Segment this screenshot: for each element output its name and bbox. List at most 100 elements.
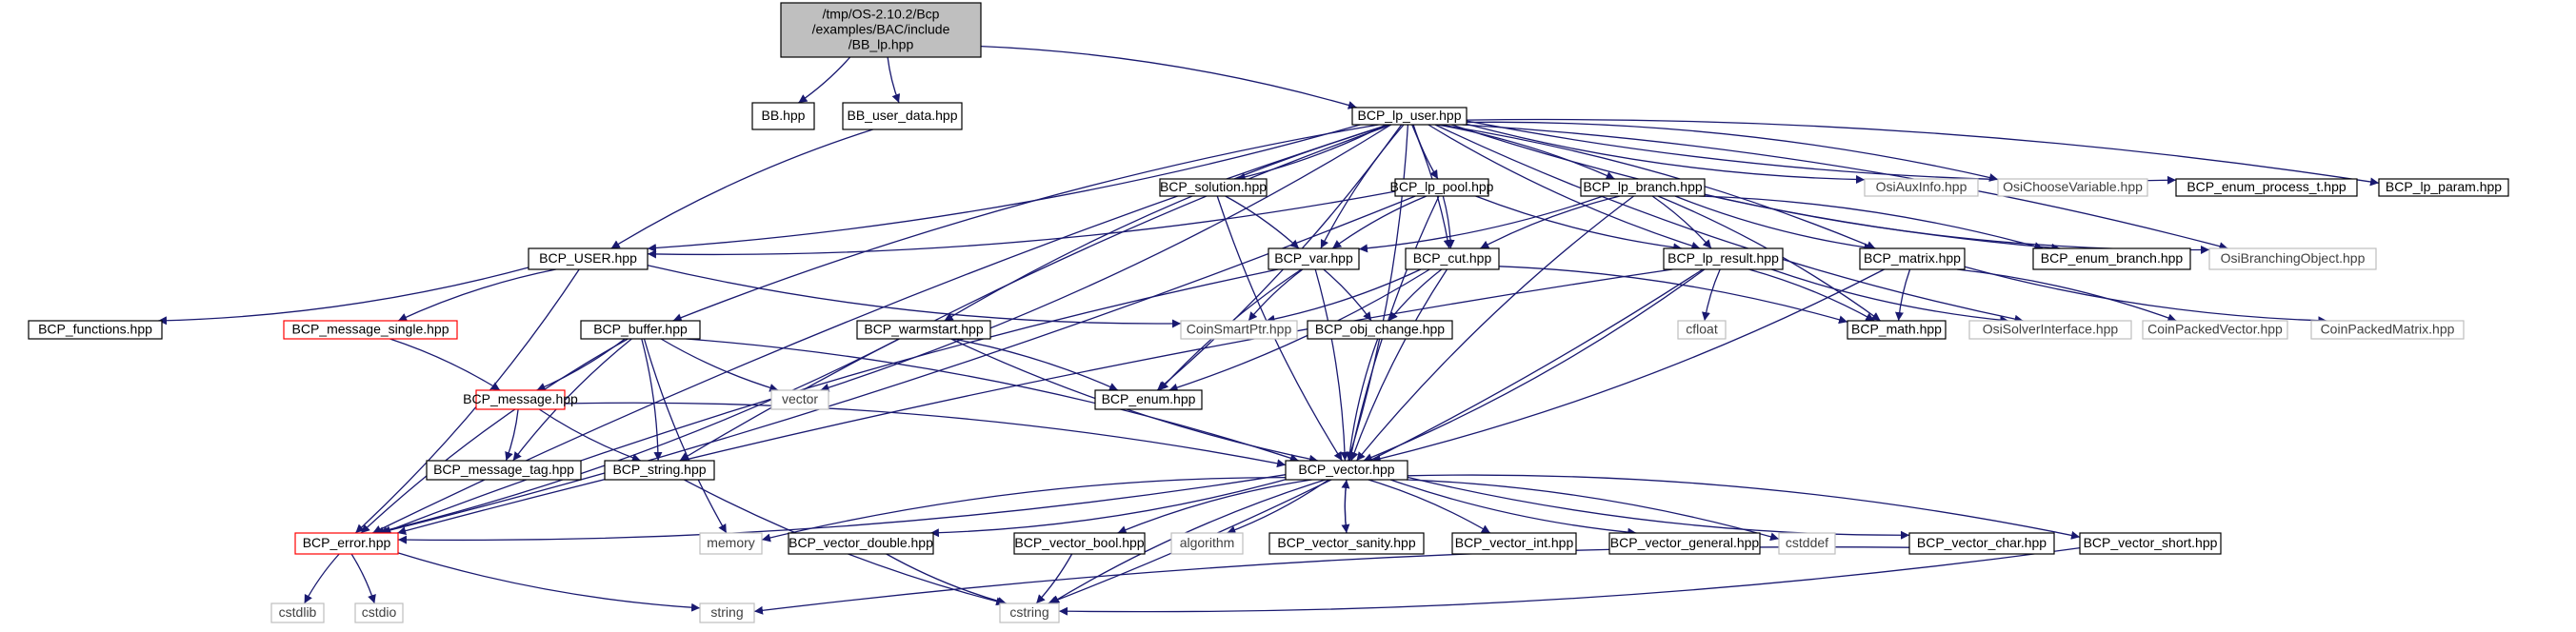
node-bcp-var[interactable]: BCP_var.hpp [1268, 247, 1360, 270]
node-label: vector [782, 391, 818, 406]
edge-bcp_vector-to-algorithm [1227, 479, 1329, 535]
node-bcp-cut[interactable]: BCP_cut.hpp [1405, 247, 1500, 270]
edge-bcp_buffer-to-bcp_message_tag [512, 338, 632, 462]
node-bcp-enum-process-t[interactable]: BCP_enum_process_t.hpp [2175, 178, 2358, 197]
edge-bcp_lp_branch-to-bcp_enum_branch [1699, 195, 2044, 250]
node-box [1394, 178, 1489, 197]
node-box [1013, 532, 1146, 555]
edge-bcp_lp_user-to-bcp_var [1320, 124, 1405, 249]
edge-bcp_lp_user-to-osichoosevariable [1466, 121, 1999, 182]
node-label: OsiChooseVariable.hpp [2003, 179, 2143, 194]
node-bcp-lp-result[interactable]: BCP_lp_result.hpp [1663, 247, 1784, 270]
node-label: BCP_message_single.hpp [292, 322, 449, 337]
node-box [999, 602, 1060, 623]
edge-bcp_error-to-cstdio [350, 553, 376, 604]
edge-bcp_vector-to-cstddef [1406, 479, 1780, 542]
edge-bcp_vector-to-bcp_vector_int [1368, 479, 1491, 534]
node-label: BCP_enum_branch.hpp [2041, 250, 2184, 266]
node-bcp-obj-change[interactable]: BCP_obj_change.hpp [1307, 320, 1453, 340]
node-bb[interactable]: BB.hpp [751, 102, 815, 130]
edge-bcp_lp_user-to-osibranchingobject [1462, 124, 2228, 251]
edge-bb_user_data-to-bcp_user [610, 128, 873, 249]
file-nodes: /tmp/OS-2.10.2/Bcp/examples/BAC/include/… [28, 2, 2509, 623]
node-bcp-vector-general[interactable]: BCP_vector_general.hpp [1608, 532, 1761, 555]
node-box [426, 460, 582, 481]
node-box [1451, 532, 1577, 555]
node-label: BCP_vector_bool.hpp [1014, 535, 1144, 550]
node-bcp-message[interactable]: BCP_message.hpp [463, 389, 578, 410]
node-bcp-vector-int[interactable]: BCP_vector_int.hpp [1451, 532, 1577, 555]
node-label: BCP_var.hpp [1274, 250, 1353, 266]
node-bcp-warmstart[interactable]: BCP_warmstart.hpp [856, 320, 991, 340]
node-bcp-solution[interactable]: BCP_solution.hpp [1159, 178, 1268, 197]
node-bcp-vector[interactable]: BCP_vector.hpp [1285, 460, 1408, 481]
node-bcp-vector-double[interactable]: BCP_vector_double.hpp [788, 532, 934, 555]
node-box [1847, 320, 1947, 340]
edge-bcp_lp_user-to-bcp_buffer [672, 124, 1379, 322]
edge-bcp_lp_user-to-vector [820, 124, 1392, 392]
node-label: BCP_lp_param.hpp [2386, 179, 2502, 194]
edge-bcp_matrix-to-bcp_vector [1371, 268, 1885, 464]
node-label: BCP_string.hpp [612, 462, 706, 477]
edge-root-to-bcp_lp_user [980, 45, 1357, 109]
node-bcp-lp-user[interactable]: BCP_lp_user.hpp [1351, 107, 1468, 126]
edge-bcp_lp_result-to-osisolverinterface [1770, 268, 2009, 325]
edge-bcp_obj_change-to-bcp_vector [1345, 338, 1379, 462]
node-bcp-error[interactable]: BCP_error.hpp [294, 532, 399, 555]
node-label: BCP_buffer.hpp [593, 322, 688, 337]
edge-bcp_buffer-to-vector [660, 338, 779, 392]
edge-bcp_solution-to-bcp_var [1225, 195, 1300, 249]
node-bcp-user[interactable]: BCP_USER.hpp [528, 247, 649, 270]
node-label: memory [707, 535, 755, 550]
node-bb-user-data[interactable]: BB_user_data.hpp [842, 102, 963, 130]
node-root[interactable]: /tmp/OS-2.10.2/Bcp/examples/BAC/include/… [780, 2, 982, 58]
node-box [1285, 460, 1408, 481]
edge-bcp_vector-to-bcp_vector_char [1407, 476, 1910, 540]
node-box [856, 320, 991, 340]
edge-bcp_lp_pool-to-bcp_lp_result [1475, 195, 1683, 252]
node-bcp-lp-pool[interactable]: BCP_lp_pool.hpp [1390, 178, 1494, 197]
node-box [1997, 178, 2148, 197]
node-bcp-buffer[interactable]: BCP_buffer.hpp [580, 320, 701, 340]
node-bcp-vector-short[interactable]: BCP_vector_short.hpp [2079, 532, 2222, 555]
edge-bcp_matrix-to-coinpackedvector [1956, 268, 2177, 323]
node-bcp-matrix[interactable]: BCP_matrix.hpp [1859, 247, 1966, 270]
node-label: BCP_vector_char.hpp [1917, 535, 2047, 550]
node-bcp-vector-char[interactable]: BCP_vector_char.hpp [1908, 532, 2055, 555]
node-bcp-string[interactable]: BCP_string.hpp [604, 460, 715, 481]
node-bcp-enum[interactable]: BCP_enum.hpp [1094, 389, 1203, 410]
node-box [475, 389, 566, 410]
node-bcp-vector-sanity[interactable]: BCP_vector_sanity.hpp [1268, 532, 1425, 555]
edge-bcp_lp_user-to-bcp_lp_param [1466, 118, 2380, 187]
node-label: /BB_lp.hpp [849, 37, 914, 52]
node-bcp-message-tag[interactable]: BCP_message_tag.hpp [426, 460, 582, 481]
node-box [28, 320, 163, 340]
node-label: BCP_enum.hpp [1102, 391, 1196, 406]
node-box [788, 532, 934, 555]
edge-bcp_vector-to-bcp_error [397, 474, 1287, 544]
edge-bcp_lp_user-to-bcp_lp_result [1428, 124, 1701, 250]
node-bcp-enum-branch[interactable]: BCP_enum_branch.hpp [2032, 247, 2191, 270]
node-box [2310, 320, 2465, 340]
node-box [1268, 247, 1360, 270]
edge-bcp_lp_pool-to-bcp_error [378, 195, 1416, 536]
node-box [1307, 320, 1453, 340]
edge-bcp_buffer-to-bcp_error [360, 338, 629, 534]
edge-bcp_vector_double-to-cstring [886, 553, 1007, 605]
node-label: string [710, 604, 743, 620]
edge-bcp_lp_result-to-bcp_vector [1363, 268, 1706, 462]
node-vector: vector [770, 389, 829, 410]
node-bcp-math[interactable]: BCP_math.hpp [1847, 320, 1947, 340]
edge-bcp_lp_branch-to-bcp_var [1358, 195, 1604, 253]
edge-bcp_buffer-to-bcp_vector [686, 338, 1299, 463]
node-bcp-lp-branch[interactable]: BCP_lp_branch.hpp [1580, 178, 1706, 197]
node-bcp-functions[interactable]: BCP_functions.hpp [28, 320, 163, 340]
node-label: cstddef [1786, 535, 1828, 550]
node-box [1864, 178, 1979, 197]
node-box [770, 389, 829, 410]
node-bcp-vector-bool[interactable]: BCP_vector_bool.hpp [1013, 532, 1146, 555]
edge-bcp_lp_user-to-bcp_matrix [1439, 124, 1876, 249]
node-bcp-lp-param[interactable]: BCP_lp_param.hpp [2378, 178, 2509, 197]
edge-bcp_buffer-to-bcp_string [641, 338, 663, 462]
node-bcp-message-single[interactable]: BCP_message_single.hpp [283, 320, 458, 340]
